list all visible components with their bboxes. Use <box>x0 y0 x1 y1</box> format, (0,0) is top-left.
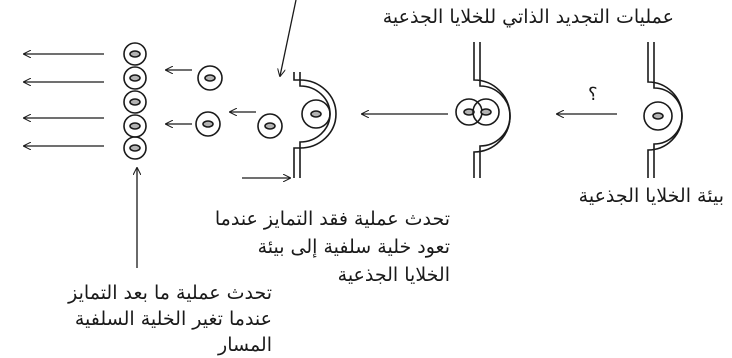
nucleus <box>652 112 664 120</box>
stem-cell-niche-label: بيئة الخلايا الجذعية <box>578 185 724 207</box>
niche-membrane <box>647 42 683 178</box>
nucleus <box>480 108 492 116</box>
nucleus <box>463 108 475 116</box>
dedifferentiation-label: تحدث عملية فقد التمايز عندما تعود خلية س… <box>215 205 450 289</box>
post-differentiation-label: تحدث عملية ما بعد التمايز عندما تغير الخ… <box>68 280 272 358</box>
niche-membrane <box>293 72 337 178</box>
post-differentiation-line-1: تحدث عملية ما بعد التمايز <box>68 282 272 304</box>
dedifferentiation-line-3: الخلايا الجذعية <box>337 264 450 286</box>
dedifferentiation-line-1: تحدث عملية فقد التمايز عندما <box>214 208 450 230</box>
differentiated-cell-stack <box>123 42 147 160</box>
post-differentiation-line-3: المسار <box>218 334 272 356</box>
niche-right <box>643 42 683 178</box>
niche-membrane-inner <box>479 42 511 178</box>
stem-cell <box>301 99 331 129</box>
progenitor-cell <box>197 65 223 91</box>
stem-cell <box>643 101 673 131</box>
dedifferentiation-line-2: تعود خلية سلفية إلى بيئة <box>257 236 450 258</box>
niche-membrane-inner <box>653 42 683 178</box>
nucleus <box>310 110 322 118</box>
self-renewal-pointer <box>280 0 297 76</box>
unknown-mark: ؟ <box>588 84 598 105</box>
progenitor-cell <box>195 111 221 137</box>
progenitor-cell <box>257 113 283 139</box>
niche-left <box>293 72 337 178</box>
post-differentiation-line-2: عندما تغير الخلية السلفية <box>74 308 272 330</box>
niche-middle <box>455 42 511 178</box>
dividing-cell-right <box>472 98 500 126</box>
self-renewal-label: عمليات التجديد الذاتي للخلايا الجذعية <box>382 6 674 28</box>
